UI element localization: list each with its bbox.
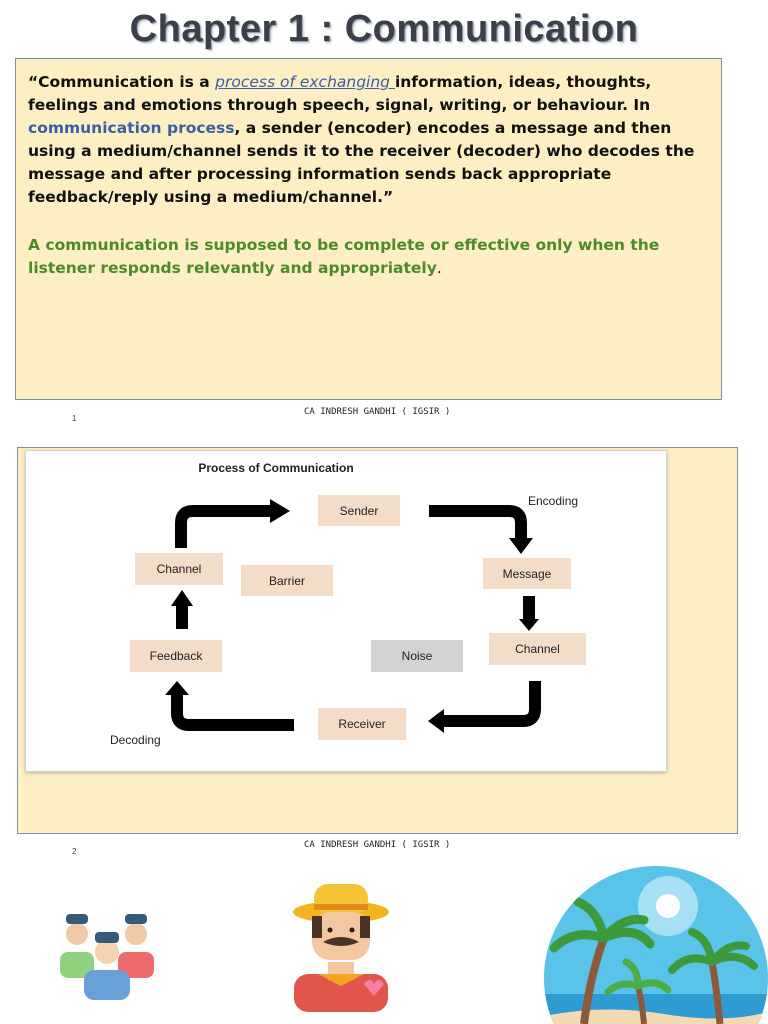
message-box: Message [483, 558, 571, 589]
chapter-title: Chapter 1 : Communication [129, 8, 639, 50]
arrow-receiver-to-feedback [171, 695, 294, 731]
slide-2: Process of Communication Sender Message [17, 447, 738, 834]
communication-process-highlight: communication process [28, 119, 235, 137]
slide-1: “Communication is a process of exchangin… [15, 58, 722, 400]
noise-box: Noise [371, 640, 463, 672]
sender-box: Sender [318, 495, 400, 526]
arrow-channel-to-sender [175, 505, 270, 548]
arrow-sender-to-message [429, 505, 527, 538]
slide-2-footer: CA INDRESH GANDHI ( IGSIR ) [304, 840, 451, 850]
quote-open: “Communication is a [28, 73, 216, 91]
channel-left-box: Channel [135, 553, 223, 585]
encoding-label: Encoding [528, 494, 579, 508]
effective-communication-note: A communication is supposed to be comple… [28, 234, 708, 280]
process-of-exchanging-link[interactable]: process of exchanging [215, 73, 395, 91]
slide-2-page-number: 2 [72, 847, 77, 856]
feedback-box: Feedback [130, 640, 222, 672]
diagram-arrows [165, 499, 541, 733]
decoding-label: Decoding [110, 733, 161, 747]
receiver-box: Receiver [318, 708, 406, 740]
slide-1-page-number: 1 [72, 414, 77, 423]
effective-note-text: A communication is supposed to be comple… [28, 236, 660, 277]
process-diagram: Process of Communication Sender Message [25, 450, 667, 772]
barrier-box: Barrier [241, 565, 333, 596]
effective-note-period: . [436, 259, 442, 277]
diagram-title: Process of Communication [198, 461, 354, 475]
quote-mid: information, ideas, thoughts, feelings a… [28, 73, 652, 114]
quote-close: , a sender (encoder) encodes a message a… [28, 119, 695, 206]
definition-quote: “Communication is a process of exchangin… [28, 71, 708, 209]
channel-right-box: Channel [489, 633, 586, 665]
beach-palm-icon [544, 866, 768, 1024]
people-group-icon [60, 914, 154, 1000]
farmer-icon [293, 884, 389, 1012]
arrow-channel-to-receiver [444, 681, 541, 727]
slide-1-footer: CA INDRESH GANDHI ( IGSIR ) [304, 407, 451, 417]
